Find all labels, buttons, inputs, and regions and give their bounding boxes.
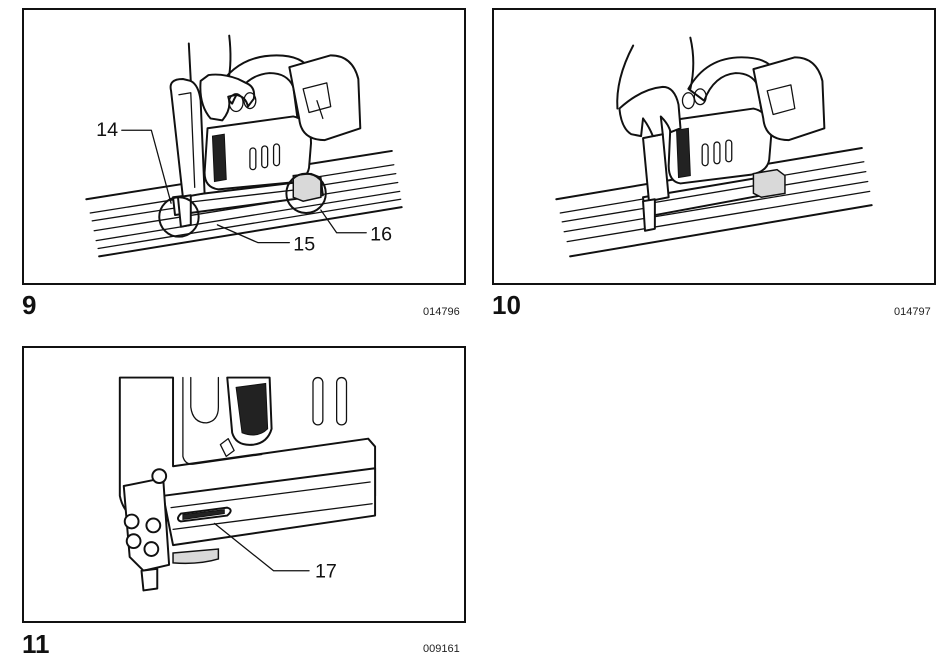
- hand-illustration: [616, 36, 707, 138]
- figure-10-frame: [492, 8, 936, 285]
- nailer-illustration: [169, 54, 362, 228]
- detail-circle: [158, 196, 200, 238]
- figure-10-code: 014797: [894, 306, 931, 318]
- figure-11-illustration: 17: [118, 376, 377, 592]
- callout-16: 16: [370, 224, 392, 246]
- figure-9-code: 014796: [423, 306, 460, 318]
- detail-circle: [285, 172, 327, 215]
- callout-14: 14: [96, 119, 118, 141]
- workpiece-board-illustration: [85, 149, 403, 258]
- hand-illustration: [187, 34, 257, 122]
- nailer-illustration: [642, 56, 826, 232]
- figure-9-frame: 14 15 16: [22, 8, 466, 285]
- callout-15: 15: [293, 233, 315, 255]
- figure-11-frame: 17: [22, 346, 466, 623]
- figure-10-illustration: [555, 36, 873, 258]
- figure-11-code: 009161: [423, 643, 460, 655]
- figure-10-number: 10: [492, 290, 521, 320]
- figure-9-illustration: 14 15 16: [85, 34, 403, 258]
- figure-11-number: 11: [22, 629, 50, 659]
- callout-17: 17: [315, 561, 337, 583]
- nailer-illustration: [118, 376, 377, 592]
- figure-9-number: 9: [22, 290, 37, 320]
